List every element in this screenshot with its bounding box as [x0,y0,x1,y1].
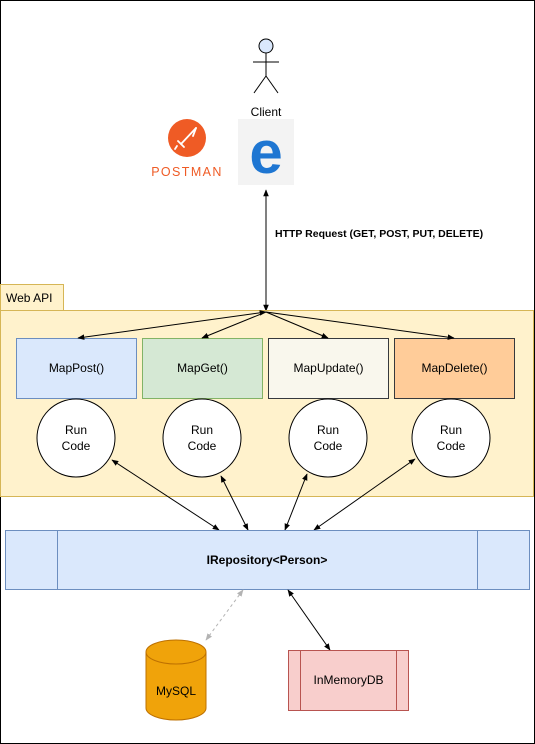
mapget-box[interactable] [142,338,263,399]
repository-box[interactable] [5,530,530,590]
endpoint-group: MapPost() MapGet() MapUpdate() MapDelete… [16,338,515,399]
run-code-line2: Code [314,439,343,453]
run-code-circle-post [36,398,116,478]
repository-arrows [111,458,416,531]
webapi-tab [0,284,64,311]
mappost-box[interactable] [16,338,137,399]
endpoint-arrows [77,310,455,340]
run-code-circle-update [288,398,368,478]
mapupdate-label: MapUpdate() [293,361,363,375]
svg-text:e: e [249,119,282,186]
mysql-arrow [205,589,244,641]
edge-browser-icon: e [238,119,294,186]
mappost-label: MapPost() [49,361,104,375]
run-code-line1: Run [191,423,213,437]
run-code-line1: Run [317,423,339,437]
run-code-line2: Code [188,439,217,453]
run-code-circle-delete [411,398,491,478]
run-code-line1: Run [65,423,87,437]
run-code-group [36,398,491,478]
run-code-line2: Code [62,439,91,453]
run-code-line1: Run [440,423,462,437]
postman-logo: POSTMAN [151,119,223,179]
inmemory-label: InMemoryDB [313,673,383,687]
mysql-label: MySQL [156,684,196,698]
client-actor-icon [253,38,279,94]
inmemory-box[interactable] [288,650,409,711]
mapdelete-box[interactable] [394,338,515,399]
webapi-label: Web API [6,291,52,305]
mapdelete-label: MapDelete() [421,361,487,375]
inmemory-arrow [287,589,331,651]
mapupdate-box[interactable] [268,338,389,399]
run-code-line2: Code [437,439,466,453]
mapget-label: MapGet() [177,361,228,375]
mysql-database-icon[interactable] [145,639,207,721]
http-request-label: HTTP Request (GET, POST, PUT, DELETE) [275,228,483,240]
repository-label: IRepository<Person> [207,553,328,567]
postman-label: POSTMAN [151,165,223,179]
client-label: Client [251,105,282,119]
run-code-circle-get [162,398,242,478]
